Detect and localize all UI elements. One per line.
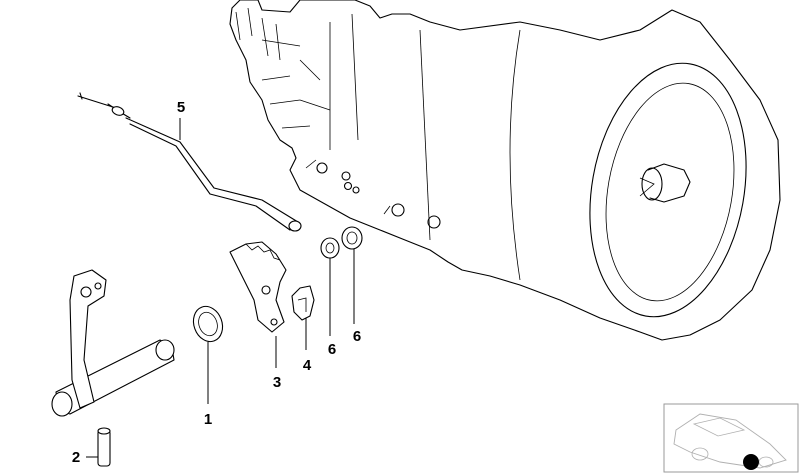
callout-3: 3 [273,374,281,391]
part-6-bushing-a [320,237,340,259]
callout-6-right: 6 [353,328,361,345]
part-2-pin [97,427,111,467]
part-1-seal-ring [192,305,224,343]
part-6-bushing-b [341,226,363,250]
location-marker-dot [743,454,759,470]
selector-lever-shaft [51,269,175,417]
callout-5: 5 [177,99,185,116]
leader-lines [86,118,355,458]
car-locator-thumbnail [663,403,799,473]
callout-4: 4 [303,357,312,374]
callout-6-left: 6 [328,341,336,358]
callout-2: 2 [72,449,80,466]
callout-1: 1 [204,411,212,428]
part-3-detent-plate [229,241,287,333]
part-4-clip [291,285,315,321]
part-5-shift-cable [77,92,302,232]
transmission-housing [229,0,781,341]
